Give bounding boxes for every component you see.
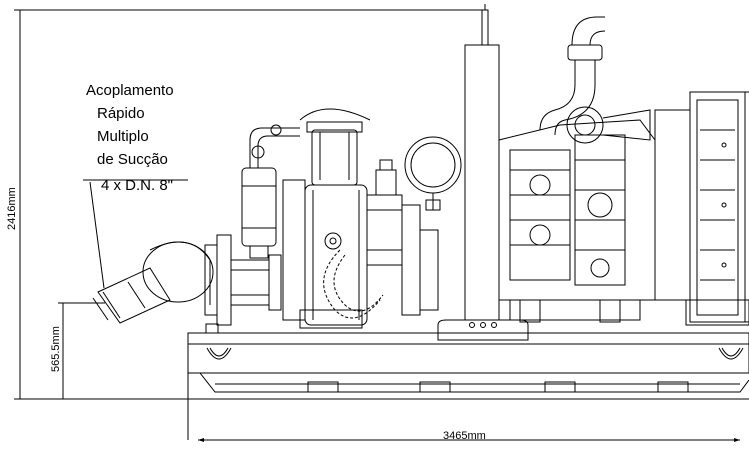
diesel-engine: [498, 16, 656, 323]
lifting-lug: [718, 347, 744, 360]
skid-base: [187, 323, 749, 393]
pump-body: [282, 108, 439, 329]
callout-line-2: Rápido: [97, 105, 145, 122]
lifting-lug: [206, 347, 232, 360]
suction-coupling: [92, 234, 282, 326]
support-column: [437, 4, 529, 341]
radiator: [654, 91, 749, 326]
pressure-gauge: [404, 136, 462, 211]
dimension-lines: [14, 9, 749, 441]
callout-leader: [89, 181, 105, 289]
callout-line-5: 4 x D.N. 8": [101, 177, 174, 194]
callout-line-3: Multiplo: [97, 128, 149, 145]
inlet-height-label: 565.5mm: [50, 326, 62, 372]
priming-tank: [241, 124, 300, 259]
callout-line-1: Acoplamento: [86, 82, 174, 99]
total-length-label: 3465mm: [443, 430, 486, 442]
total-height-label: 2416mm: [6, 187, 18, 230]
callout-line-4: de Sucção: [97, 151, 168, 168]
